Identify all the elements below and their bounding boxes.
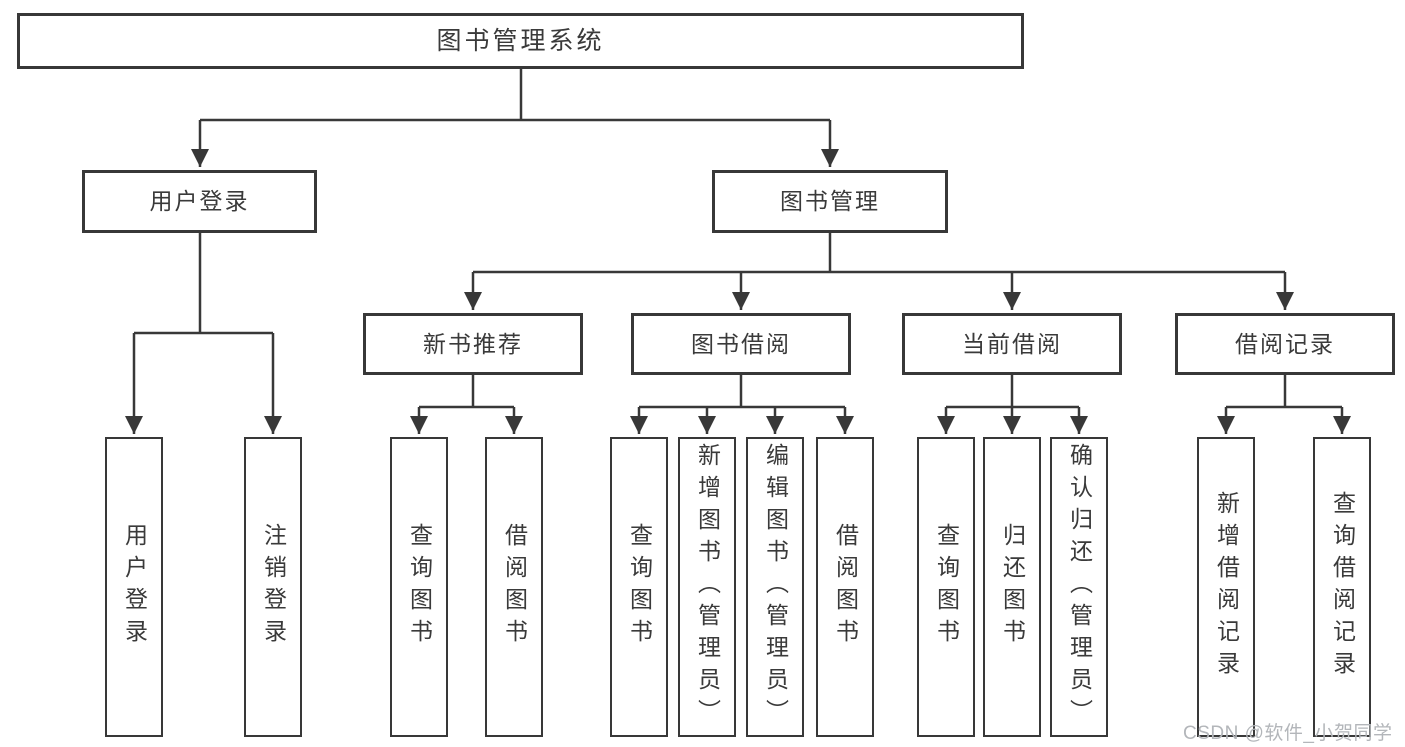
- leaf-query-borrow-record: 查询借阅记录: [1313, 437, 1371, 737]
- leaf-add-books-admin: 新增图书（管理员）: [678, 437, 736, 737]
- leaf-logout: 注销登录: [244, 437, 302, 737]
- leaf-query-books-current: 查询图书: [917, 437, 975, 737]
- leaf-query-books-recommend: 查询图书: [390, 437, 448, 737]
- leaf-user-login: 用户登录: [105, 437, 163, 737]
- csdn-watermark: CSDN @软件_小贺同学: [1183, 723, 1393, 744]
- node-borrowing-records: 借阅记录: [1175, 313, 1395, 375]
- node-user-login: 用户登录: [82, 170, 317, 233]
- leaf-return-books: 归还图书: [983, 437, 1041, 737]
- node-library-system: 图书管理系统: [17, 13, 1024, 69]
- node-book-management: 图书管理: [712, 170, 948, 233]
- leaf-borrow-books-recommend: 借阅图书: [485, 437, 543, 737]
- leaf-edit-books-admin: 编辑图书（管理员）: [746, 437, 804, 737]
- leaf-add-borrow-record: 新增借阅记录: [1197, 437, 1255, 737]
- leaf-query-books-borrow: 查询图书: [610, 437, 668, 737]
- leaf-confirm-return-admin: 确认归还（管理员）: [1050, 437, 1108, 737]
- node-new-book-recommend: 新书推荐: [363, 313, 583, 375]
- node-book-borrowing: 图书借阅: [631, 313, 851, 375]
- node-current-borrowing: 当前借阅: [902, 313, 1122, 375]
- leaf-borrow-books: 借阅图书: [816, 437, 874, 737]
